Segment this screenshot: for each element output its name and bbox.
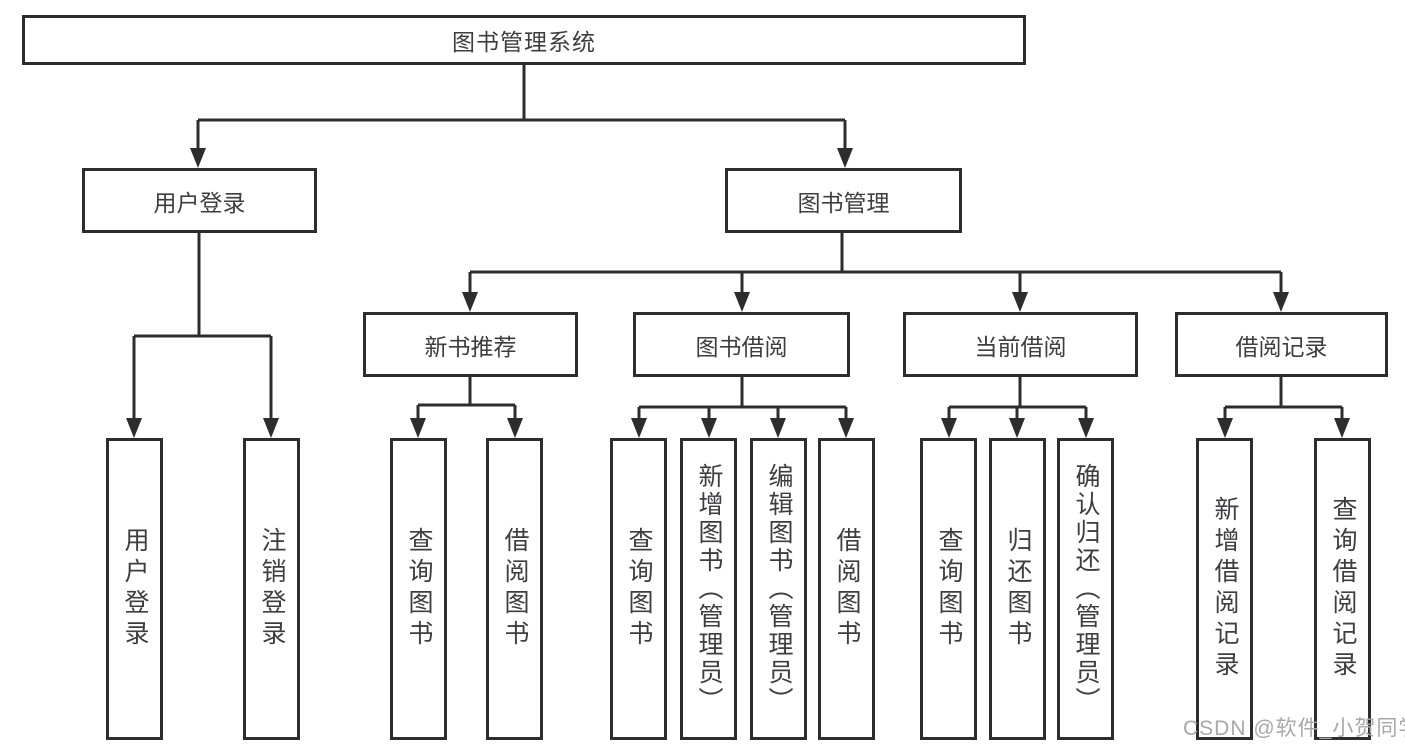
node-current-borrowing: 当前借阅 <box>903 312 1138 377</box>
leaf-edit-book-admin: 编辑图书（管理员） <box>750 438 807 740</box>
csdn-watermark: CSDN @软件_小贺同学 <box>1183 717 1405 740</box>
leaf-return-books: 归还图书 <box>989 438 1046 740</box>
node-borrowing-records: 借阅记录 <box>1175 312 1388 377</box>
node-book-borrowing: 图书借阅 <box>633 312 850 377</box>
node-new-book-recommendation: 新书推荐 <box>363 312 578 377</box>
arrowheads <box>126 148 1350 438</box>
leaf-add-borrow-record: 新增借阅记录 <box>1196 438 1253 740</box>
leaf-add-book-admin: 新增图书（管理员） <box>680 438 737 740</box>
leaf-query-books-current: 查询图书 <box>920 438 977 740</box>
node-book-management: 图书管理 <box>725 168 962 233</box>
node-user-login: 用户登录 <box>82 168 317 233</box>
node-library-management-system: 图书管理系统 <box>22 15 1026 65</box>
leaf-borrow-books-recommend: 借阅图书 <box>486 438 543 740</box>
leaf-borrow-books-borrowing: 借阅图书 <box>818 438 875 740</box>
leaf-query-books-recommend: 查询图书 <box>390 438 447 740</box>
leaf-user-login: 用户登录 <box>106 438 163 740</box>
leaf-logout: 注销登录 <box>243 438 300 740</box>
leaf-query-books-borrowing: 查询图书 <box>610 438 667 740</box>
leaf-confirm-return-admin: 确认归还（管理员） <box>1057 438 1114 740</box>
leaf-query-borrow-record: 查询借阅记录 <box>1314 438 1371 740</box>
